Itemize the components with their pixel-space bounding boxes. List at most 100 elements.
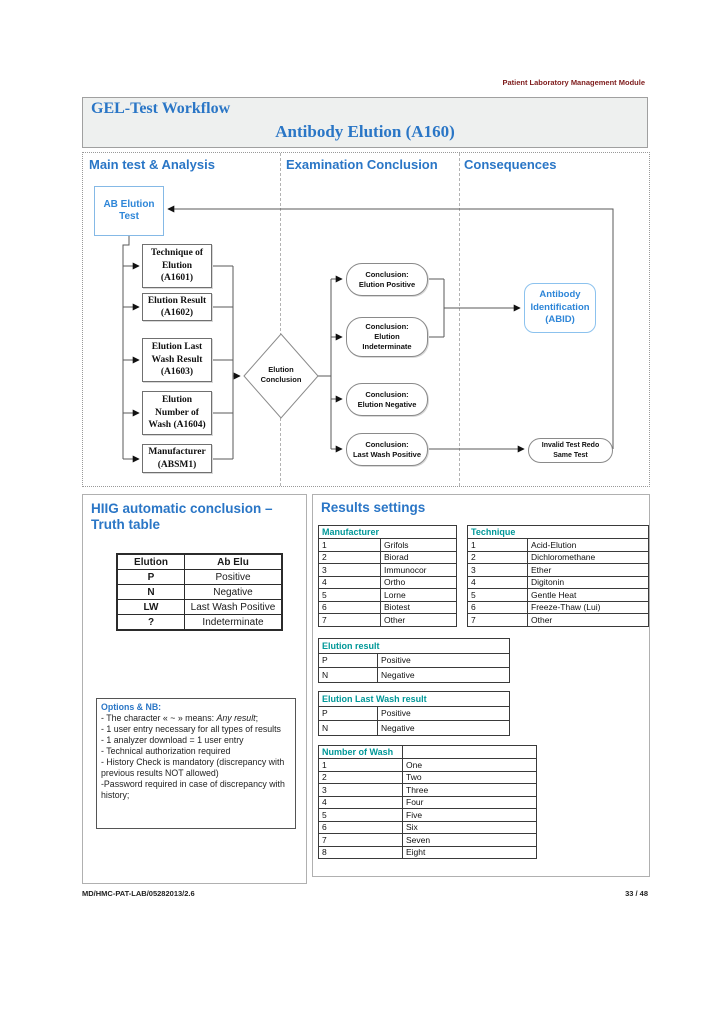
table-cell: LW — [116, 599, 185, 615]
table-cell: Five — [402, 808, 537, 822]
options-line: -Password required in case of discrepanc… — [101, 778, 285, 800]
table-cell: 6 — [467, 600, 528, 614]
table-cell: Indeterminate — [184, 614, 283, 631]
table-header-cell: Ab Elu — [184, 553, 283, 570]
table-cell: Last Wash Positive — [184, 599, 283, 615]
flow-connectors — [122, 205, 614, 463]
table-cell: 8 — [318, 845, 403, 859]
table-cell: Ortho — [380, 575, 457, 589]
table-cell: Negative — [184, 584, 283, 600]
options-line-text: ; — [255, 712, 259, 723]
table-cell: 3 — [318, 563, 381, 577]
column-separator — [280, 153, 281, 486]
options-line: - Technical authorization required — [101, 745, 231, 756]
flow-node-technique-of-elution: Technique of Elution (A1601) — [142, 244, 212, 288]
table-header-cell: Elution — [116, 553, 185, 570]
page-title: GEL-Test Workflow — [91, 100, 231, 117]
table-cell: 4 — [467, 575, 528, 589]
flow-node-elution-result: Elution Result (A1602) — [142, 293, 212, 321]
table-cell: Ether — [527, 563, 649, 577]
table-header-row: Elution Ab Elu — [116, 553, 283, 570]
table-cell: Eight — [402, 845, 537, 859]
table-cell: 4 — [318, 795, 403, 809]
page-header-band: GEL-Test Workflow Antibody Elution (A160… — [82, 97, 648, 148]
flow-decision-elution-conclusion: Elution Conclusion — [260, 365, 302, 384]
table-cell: Positive — [184, 569, 283, 585]
options-line-text: - The character « ~ » means: — [101, 712, 217, 723]
table-cell: Six — [402, 820, 537, 834]
flow-node-invalid-test-redo: Invalid Test Redo Same Test — [528, 438, 613, 463]
table-cell: Other — [527, 613, 649, 627]
table-cell: Dichloromethane — [527, 550, 649, 564]
table-cell: Seven — [402, 833, 537, 847]
table-cell: One — [402, 758, 537, 772]
flow-node-conclusion-elution-positive: Conclusion: Elution Positive — [346, 263, 428, 296]
options-line: - 1 user entry necessary for all types o… — [101, 723, 281, 734]
table-header-cell: Number of Wash — [318, 745, 403, 759]
column-separator — [459, 153, 460, 486]
table-cell: Immunocor — [380, 563, 457, 577]
column-header-examination-conclusion: Examination Conclusion — [286, 157, 438, 172]
table-cell: 1 — [318, 538, 381, 552]
page-number: 33 / 48 — [625, 889, 648, 898]
table-cell: 3 — [467, 563, 528, 577]
table-cell: Other — [380, 613, 457, 627]
table-row: ?Indeterminate — [116, 614, 283, 631]
page-subtitle: Antibody Elution (A160) — [275, 122, 455, 141]
table-cell: 1 — [318, 758, 403, 772]
column-header-consequences: Consequences — [464, 157, 557, 172]
table-cell: 3 — [318, 783, 403, 797]
truth-table-panel: HIIG automatic conclusion – Truth table … — [82, 494, 307, 884]
table-header-row: Elution Last Wash result — [318, 691, 510, 707]
table-cell: 1 — [467, 538, 528, 552]
table-cell: Acid-Elution — [527, 538, 649, 552]
table-cell: 5 — [467, 588, 528, 602]
results-settings-title: Results settings — [321, 500, 426, 515]
table-cell: Positive — [377, 652, 510, 668]
table-cell: Gentle Heat — [527, 588, 649, 602]
flow-node-elution-number-of-wash: Elution Number of Wash (A1604) — [142, 391, 212, 435]
flow-node-manufacturer: Manufacturer (ABSM1) — [142, 444, 212, 473]
options-note-box: Options & NB: - The character « ~ » mean… — [96, 698, 296, 829]
table-header-cell — [402, 745, 537, 759]
table-cell: Biotest — [380, 600, 457, 614]
table-cell: Four — [402, 795, 537, 809]
table-cell: N — [318, 720, 378, 736]
table-cell: N — [116, 584, 185, 600]
table-cell: 7 — [318, 613, 381, 627]
table-cell: 6 — [318, 600, 381, 614]
table-cell: Grifols — [380, 538, 457, 552]
flow-node-conclusion-elution-indeterminate: Conclusion: Elution Indeterminate — [346, 317, 428, 357]
table-cell: 5 — [318, 588, 381, 602]
table-cell: Negative — [377, 667, 510, 683]
table-cell: 7 — [318, 833, 403, 847]
options-line: - 1 analyzer download = 1 user entry — [101, 734, 244, 745]
table-header-row: Manufacturer — [318, 525, 457, 539]
truth-table-title: HIIG automatic conclusion – Truth table — [91, 501, 273, 533]
table-cell: ? — [116, 614, 185, 631]
